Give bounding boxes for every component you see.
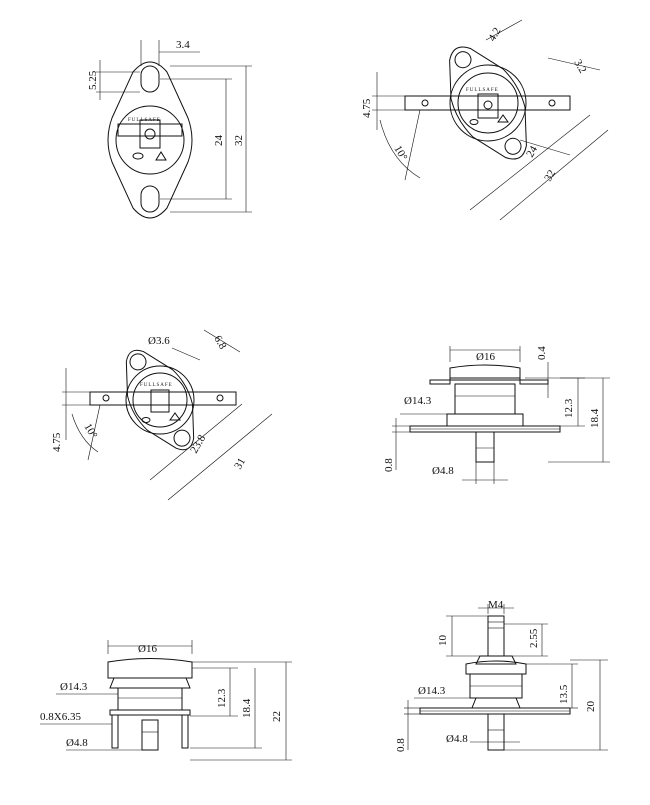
dim-mid-height: 18.4 <box>241 698 253 718</box>
dim-body-height: 12.3 <box>216 688 228 708</box>
dim-flange-length: 32 <box>233 135 245 146</box>
dim-angle: 10° <box>81 422 99 441</box>
view-top-rotated-small: FULLSAFE Ø3.6 6.8 4.75 10° 23.8 31 <box>51 329 273 501</box>
dim-hole-pitch: 23.8 <box>188 432 208 455</box>
dim-thread-len: 10 <box>437 635 449 647</box>
dim-body-dia: Ø14.3 <box>404 395 432 407</box>
dim-flange-length: 32 <box>542 168 558 184</box>
dim-total-height: 18.4 <box>589 408 601 428</box>
dim-angle: 10° <box>391 144 409 163</box>
view-top-rotated: FULLSAFE 4.2 3.2 4.75 10° 24 32 <box>361 19 609 221</box>
dim-hole-offset: 3.2 <box>571 58 588 76</box>
dim-body-height: 13.5 <box>558 684 570 704</box>
dim-thread-gap: 2.55 <box>528 628 540 648</box>
dim-hole-dia: 4.2 <box>486 26 503 44</box>
brand-label-3: FULLSAFE <box>140 383 173 388</box>
dim-terminal-width: 4.75 <box>51 432 63 452</box>
dim-thread: M4 <box>488 599 504 611</box>
dim-total-height: 20 <box>585 701 597 713</box>
dim-plate-thick: 0.8 <box>395 738 407 752</box>
brand-label: FULLSAFE <box>128 118 161 123</box>
dim-body-dia: Ø14.3 <box>60 681 88 693</box>
dim-cap-dia: Ø16 <box>138 643 157 655</box>
dim-hole-dia: Ø3.6 <box>148 335 170 347</box>
dim-hole-dia: 3.4 <box>176 39 190 51</box>
dim-hole-offset: 5.25 <box>87 70 99 90</box>
dim-stem-dia: Ø4.8 <box>66 737 88 749</box>
dim-terminal: 0.8X6.35 <box>40 711 81 723</box>
view-top-fixed: FULLSAFE 3.4 5.25 24 32 <box>87 39 252 219</box>
dim-terminal-width: 4.75 <box>361 98 373 118</box>
dim-hole-pitch: 24 <box>213 135 225 147</box>
brand-label-2: FULLSAFE <box>466 88 499 93</box>
view-side-threaded: M4 10 2.55 Ø14.3 13.5 20 0.8 Ø4.8 <box>395 599 608 752</box>
dim-stem-dia: Ø4.8 <box>432 465 454 477</box>
dim-body-dia: Ø14.3 <box>418 685 446 697</box>
dim-cap-thick: 0.4 <box>536 346 548 360</box>
dim-cap-dia: Ø16 <box>476 351 495 363</box>
dim-flange-length: 31 <box>232 456 248 472</box>
dim-plate-thick: 0.8 <box>383 458 395 472</box>
view-side-flat: Ø16 0.4 Ø14.3 12.3 18.4 0.8 Ø4.8 <box>383 346 610 484</box>
dim-body-height: 12.3 <box>563 398 575 418</box>
dim-stem-dia: Ø4.8 <box>446 733 468 745</box>
dim-total-height: 22 <box>271 711 283 722</box>
view-side-bent: Ø16 Ø14.3 0.8X6.35 Ø4.8 12.3 18.4 22 <box>40 640 292 761</box>
